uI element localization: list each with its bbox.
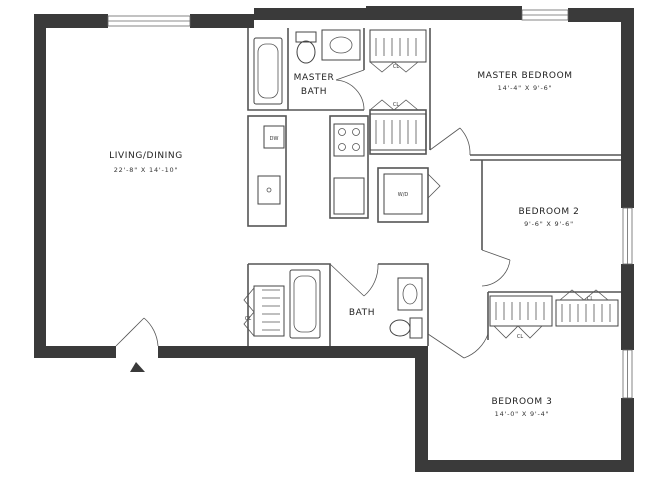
entry-arrow-icon: [130, 362, 145, 372]
master-bathtub: [253, 37, 283, 105]
washer-dryer: [383, 173, 423, 215]
dishwasher-label: DW: [270, 136, 279, 142]
door-swings: [115, 69, 511, 359]
master-bedroom-dims: 14'-4" X 9'-6": [498, 84, 553, 92]
bedroom3-dims: 14'-0" X 9'-4": [495, 410, 550, 418]
closet-label-bed3: CL: [517, 334, 523, 340]
washer-dryer-label: W/D: [398, 192, 409, 198]
windows: [107, 9, 633, 399]
kitchen-fixtures: DW W/D: [257, 123, 441, 215]
bath-label: BATH: [349, 308, 375, 318]
bath-linen-closet: [253, 285, 285, 337]
living-dining-dims: 22'-8" X 14'-10": [114, 166, 179, 174]
closet-label-bed2: CL: [587, 296, 593, 302]
bedroom2-dims: 9'-6" X 9'-6": [524, 220, 574, 228]
bedroom-closets: CL CL: [489, 289, 619, 340]
master-bedroom-label: MASTER BEDROOM: [477, 71, 572, 81]
master-toilet: [295, 31, 317, 43]
bath-fixtures: CL: [243, 269, 423, 339]
bath-vanity: [397, 277, 423, 311]
closet-label-hall: CL: [393, 102, 399, 108]
master-bath-label-line2: BATH: [301, 87, 327, 97]
bathtub: [289, 269, 321, 339]
closets-top: CL CL: [369, 29, 427, 151]
master-bath-label-line1: MASTER: [294, 73, 335, 83]
exterior-walls: [34, 6, 634, 472]
dishwasher: [263, 125, 285, 149]
bath-toilet: [409, 317, 423, 339]
bedroom2-label: BEDROOM 2: [519, 207, 580, 217]
refrigerator: [333, 177, 365, 215]
master-sink: [321, 29, 361, 61]
bedroom3-label: BEDROOM 3: [492, 397, 553, 407]
living-dining-label: LIVING/DINING: [109, 151, 183, 161]
closet-label-bath: CL: [245, 316, 251, 322]
range: [333, 123, 365, 157]
closet-label-top: CL: [393, 64, 399, 70]
kitchen-sink: [257, 175, 281, 205]
master-bath-fixtures: [253, 29, 361, 105]
